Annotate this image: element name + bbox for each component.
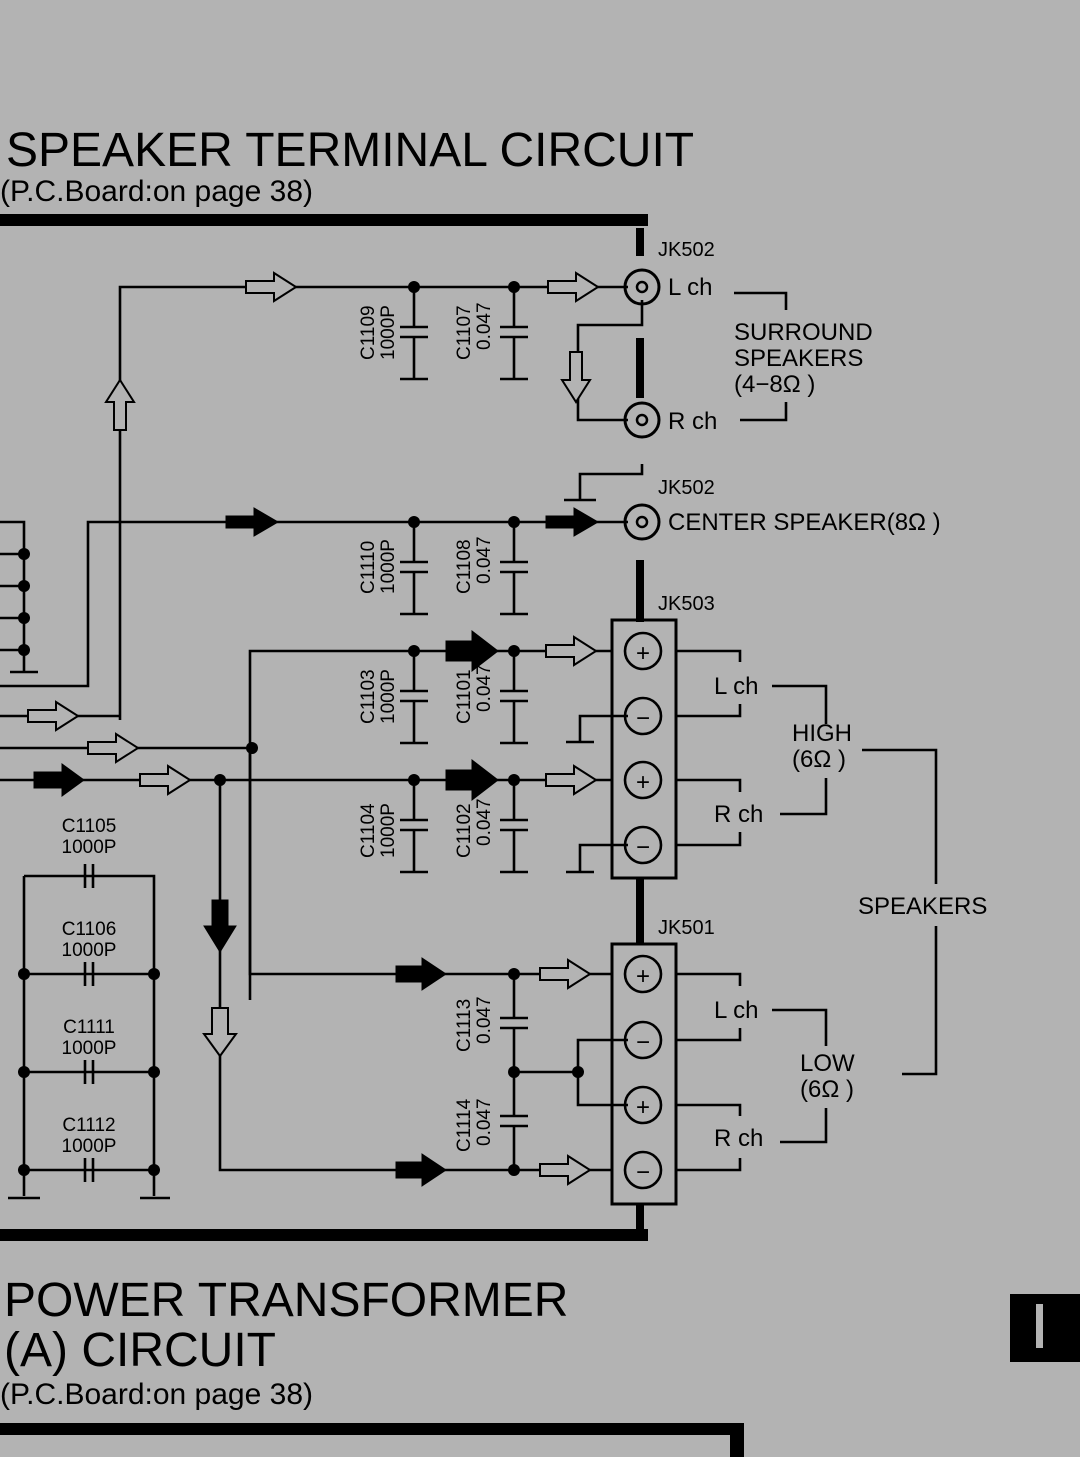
page-tab-marker	[1010, 1294, 1080, 1362]
cap-c1108-ref: C1108	[454, 539, 475, 594]
section-rule-bottom	[0, 1229, 648, 1241]
high-label-line2: (6Ω )	[792, 746, 846, 773]
channel-label-low-l: L ch	[714, 997, 758, 1024]
power-circuit-subtitle: (P.C.Board:on page 38)	[0, 1378, 313, 1411]
cap-c1102-ref: C1102	[454, 803, 475, 858]
cap-c1113-value: 0.047	[474, 996, 495, 1044]
cap-c1112-ref: C1112	[62, 1115, 115, 1136]
cap-c1106-ref: C1106	[62, 919, 117, 940]
section-rule-top	[0, 214, 648, 226]
cap-c1109-value: 1000P	[378, 305, 399, 360]
cap-c1109-ref: C1109	[358, 305, 379, 360]
high-label-line1: HIGH	[792, 720, 852, 747]
surround-speakers-label-1: SURROUND	[734, 319, 873, 346]
power-circuit-title-line2: (A) CIRCUIT	[4, 1324, 276, 1377]
low-label-line1: LOW	[800, 1050, 855, 1077]
terminal-strip-jk501	[610, 942, 678, 1206]
cap-c1103-ref: C1103	[358, 669, 379, 724]
surround-speakers-label-2: SPEAKERS	[734, 345, 863, 372]
channel-label-surround-l: L ch	[668, 274, 712, 301]
cap-c1108-value: 0.047	[474, 536, 495, 584]
cap-c1104-ref: C1104	[358, 803, 379, 858]
cap-c1102-value: 0.047	[474, 798, 495, 846]
power-section-rule-end	[730, 1423, 744, 1457]
cap-c1113-ref: C1113	[454, 999, 475, 1052]
low-label-line2: (6Ω )	[800, 1076, 854, 1103]
speaker-circuit-title: SPEAKER TERMINAL CIRCUIT	[6, 124, 694, 177]
terminal-strip-jk503	[610, 618, 678, 880]
cap-c1105-value: 1000P	[62, 837, 117, 858]
cap-c1106-value: 1000P	[62, 940, 117, 961]
terminal-plus-jk503-l: +	[636, 640, 650, 667]
jack-jk502-center	[623, 503, 661, 541]
channel-label-high-l: L ch	[714, 673, 758, 700]
cap-c1111-value: 1000P	[62, 1038, 117, 1059]
jack-label-jk501: JK501	[658, 917, 715, 939]
jack-label-jk502-center: JK502	[658, 477, 715, 499]
jack-label-jk503: JK503	[658, 593, 715, 615]
cap-c1104-value: 1000P	[378, 803, 399, 858]
cap-c1103-value: 1000P	[378, 669, 399, 724]
cap-c1110-value: 1000P	[378, 539, 399, 594]
terminal-minus-jk503-r: −	[636, 834, 650, 861]
center-speaker-label: CENTER SPEAKER(8Ω )	[668, 509, 941, 536]
terminal-plus-jk501-l: +	[636, 963, 650, 990]
cap-c1114-value: 0.047	[474, 1098, 495, 1146]
terminal-plus-jk503-r: +	[636, 769, 650, 796]
terminal-plus-jk501-r: +	[636, 1094, 650, 1121]
terminal-minus-jk501-r: −	[636, 1159, 650, 1186]
cap-c1105-ref: C1105	[62, 816, 117, 837]
terminal-minus-jk503-l: −	[636, 705, 650, 732]
speakers-label: SPEAKERS	[858, 893, 987, 920]
capacitor-symbols	[83, 287, 528, 1182]
cap-c1114-ref: C1114	[454, 1098, 475, 1152]
label-brackets	[676, 291, 938, 1172]
page-tab-glyph	[1036, 1304, 1043, 1348]
surround-speakers-label-3: (4−8Ω )	[734, 371, 815, 398]
power-circuit-title-line1: POWER TRANSFORMER	[4, 1274, 568, 1327]
signal-arrows	[27, 271, 600, 1187]
terminal-minus-jk501-l: −	[636, 1029, 650, 1056]
jack-jk502-surround	[623, 268, 661, 439]
power-section-rule	[0, 1423, 744, 1435]
cap-c1101-value: 0.047	[474, 664, 495, 712]
channel-label-high-r: R ch	[714, 801, 763, 828]
channel-label-low-r: R ch	[714, 1125, 763, 1152]
speaker-circuit-subtitle: (P.C.Board:on page 38)	[0, 175, 313, 208]
cap-c1110-ref: C1110	[358, 541, 379, 594]
cap-c1101-ref: C1101	[454, 669, 475, 724]
cap-c1112-value: 1000P	[62, 1136, 117, 1157]
cap-c1107-value: 0.047	[474, 302, 495, 350]
jack-label-jk502-top: JK502	[658, 239, 715, 261]
channel-label-surround-r: R ch	[668, 408, 717, 435]
wiring	[0, 228, 644, 1240]
cap-c1107-ref: C1107	[454, 305, 475, 360]
cap-c1111-ref: C1111	[63, 1017, 115, 1038]
